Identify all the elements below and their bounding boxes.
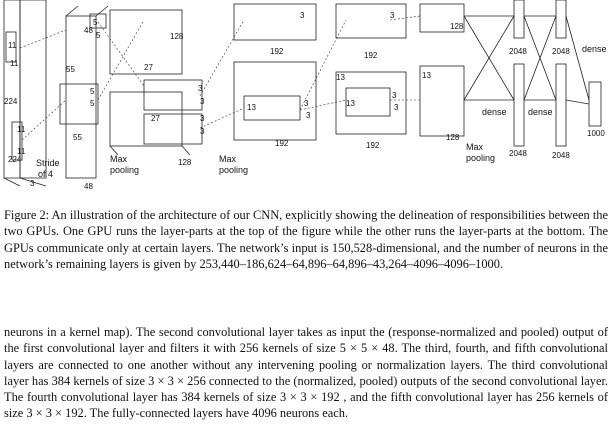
maxpool3-label2: pooling [466,153,495,163]
body-paragraph: neurons in a kernel map). The second con… [4,325,608,421]
conv5-depth-top: 128 [450,22,464,31]
connections [19,15,590,141]
conv2-k3c: 3 [200,114,205,123]
conv5-size-bottom: 13 [422,71,431,80]
dense2-label: dense [528,107,553,117]
input-depth-label: 224 [8,155,22,164]
conv1-size-label2: 55 [73,133,82,142]
fc6-bottom-label: 2048 [509,149,527,158]
dense3-label: dense [582,44,607,54]
maxpool1-label2: pooling [110,165,139,175]
conv1-k5b: 5 [96,31,101,40]
maxpool2-label2: pooling [219,165,248,175]
stride-of4-label: of 4 [38,169,53,179]
kernel-label-bottom: 11 [17,125,26,134]
conv5-depth-bottom: 128 [446,133,460,142]
conv3-k3c: 3 [306,111,311,120]
conv1-depth-top: 48 [84,26,93,35]
conv2-k3d: 3 [200,127,205,136]
conv4-block [335,3,407,135]
architecture-figure: 224 224 3 11 11 11 11 Stride of 4 55 55 … [3,0,607,191]
conv1-k5c: 5 [90,87,95,96]
conv4-k3c: 3 [394,103,399,112]
conv5-block [419,3,465,137]
figure-caption: Figure 2: An illustration of the archite… [4,208,608,271]
dense1-label: dense [482,107,507,117]
fc7-top-label: 2048 [552,47,570,56]
conv3-k3b: 3 [304,99,309,108]
fc7-bottom-label: 2048 [552,151,570,160]
conv4-k3a: 3 [390,11,395,20]
conv3-depth-top: 192 [270,47,284,56]
conv2-depth-bottom: 128 [178,158,192,167]
conv1-k5d: 5 [90,99,95,108]
input-size-label: 224 [4,97,18,106]
conv1-block [59,5,109,179]
conv2-size-top: 27 [144,63,153,72]
maxpool2-label: Max [219,154,237,164]
conv2-size-bottom: 27 [151,114,160,123]
conv3-depth-bottom: 192 [275,139,289,148]
conv4-k3b: 3 [392,91,397,100]
conv4-depth-top: 192 [364,51,378,60]
kernel-label-bottom2: 11 [17,147,26,156]
conv2-k3b: 3 [200,97,205,106]
conv2-k3a: 3 [198,84,203,93]
kernel-label-top: 11 [8,41,17,50]
conv1-depth-bottom: 48 [84,182,93,191]
input-channels-label: 3 [30,179,35,188]
input-block [3,0,47,187]
dense-layers [513,0,602,147]
conv1-size-label: 55 [66,65,75,74]
conv3-size-bottom: 13 [247,103,256,112]
maxpool3-label: Max [466,142,484,152]
conv4-size-bottom2: 13 [346,99,355,108]
conv4-size-bottom: 13 [336,73,345,82]
kernel-label-top2: 11 [10,59,19,68]
fc6-top-label: 2048 [509,47,527,56]
maxpool1-label: Max [110,154,128,164]
conv3-k3a: 3 [300,11,305,20]
conv4-depth-bottom: 192 [366,141,380,150]
conv2-depth-top: 128 [170,32,184,41]
stride-label: Stride [36,158,60,168]
output-label: 1000 [587,129,605,138]
conv3-block [233,3,317,141]
conv1-k5: 5 [93,18,98,27]
conv2-block [109,9,203,156]
